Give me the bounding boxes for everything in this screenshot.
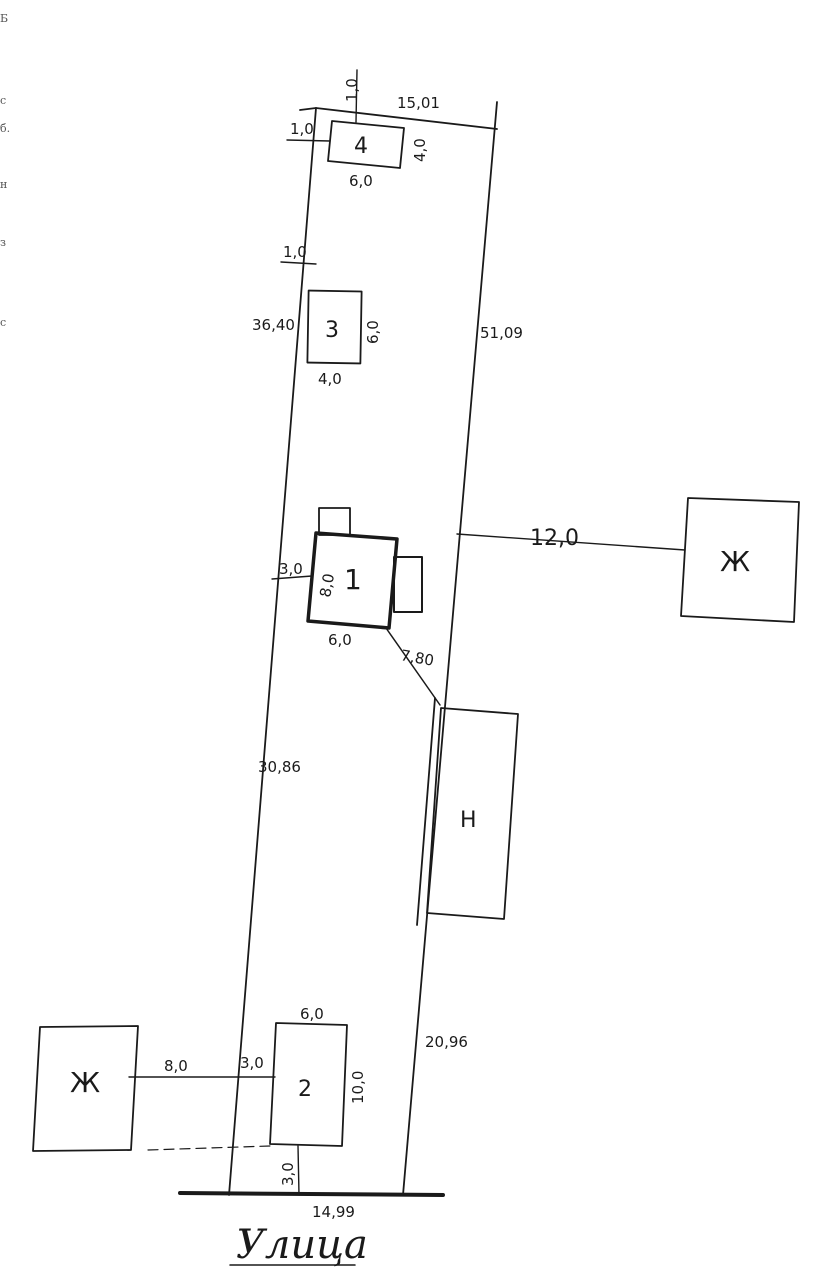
building-3-number: 3 [325,318,339,343]
building-2-width: 6,0 [300,1005,324,1023]
neighbour-zh-right-distance: 12,0 [530,526,579,551]
plot-right-total: 51,09 [480,324,523,342]
neighbour-zh-left-label: Ж [70,1066,100,1099]
building-n-label: Н [460,808,477,833]
dimension-diagonal: 7,80 [385,627,441,706]
plot-left-upper: 36,40 [252,316,295,334]
street-label: Улица [236,1222,368,1268]
building-2-front-offset: 3,0 [279,1162,297,1186]
building-1-number: 1 [344,563,362,596]
plot-right-lower: 20,96 [425,1033,468,1051]
edge-fragment: з [0,236,6,249]
edge-fragment: б. [0,122,10,135]
plot-left-lower: 30,86 [258,758,301,776]
building-1-width: 6,0 [328,631,352,649]
neighbour-zh-right-label: Ж [720,545,750,578]
plot-rear-dimension: 15,01 [397,94,440,112]
building-1-side-offset: 3,0 [279,560,303,578]
building-3: 3 4,0 6,0 1,0 [280,243,382,388]
neighbour-zh-left: Ж 8,0 [32,1025,276,1152]
building-4: 4 6,0 4,0 1,0 1,0 [286,69,429,190]
building-3-width: 4,0 [318,370,342,388]
building-4-number: 4 [354,134,368,159]
building-4-depth: 4,0 [411,138,429,162]
edge-fragment: н [0,178,7,191]
building-4-width: 6,0 [349,172,373,190]
edge-fragment: с [0,94,6,107]
building-3-side-offset: 1,0 [283,243,307,261]
dimension-diagonal-label: 7,80 [399,646,435,670]
building-1-depth: 8,0 [316,572,338,599]
building-n: Н [416,697,519,926]
building-3-depth: 6,0 [364,320,382,344]
neighbour-zh-right: Ж 12,0 [456,497,800,623]
building-2-number: 2 [298,1077,312,1102]
plot-front: 14,99 [312,1203,355,1221]
building-4-side-offset: 1,0 [290,120,314,138]
building-1: 1 6,0 8,0 3,0 [271,507,423,649]
building-2: 2 6,0 10,0 3,0 3,0 [240,1005,367,1196]
building-2-depth: 10,0 [349,1071,367,1104]
edge-fragment: с [0,316,6,329]
building-4-rear-offset: 1,0 [343,78,361,102]
street-line [178,1191,445,1197]
plot-boundary [228,101,498,1196]
edge-fragment: Б [0,12,8,25]
edge-fragments: Б с б. н з с [0,12,10,329]
neighbour-zh-left-distance: 8,0 [164,1057,188,1075]
building-2-side-offset: 3,0 [240,1054,264,1072]
